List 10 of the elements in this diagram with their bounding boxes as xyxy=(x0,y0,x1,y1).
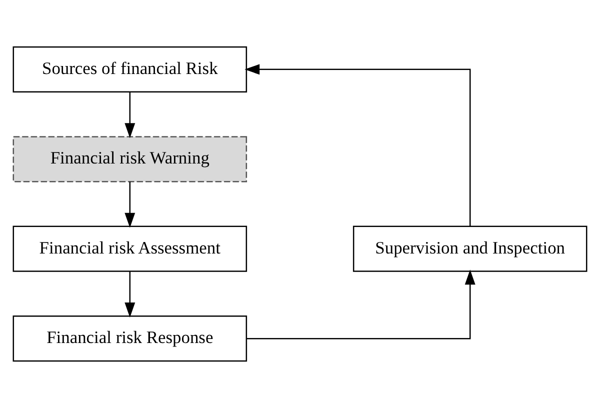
node-box: Financial risk Warning xyxy=(12,136,248,182)
node-box: Financial risk Response xyxy=(12,316,248,362)
arrow xyxy=(244,64,471,226)
arrow xyxy=(246,270,476,340)
node-box: Supervision and Inspection xyxy=(352,226,588,272)
node-box: Financial risk Assessment xyxy=(12,226,248,272)
arrow xyxy=(124,272,136,318)
arrow xyxy=(124,92,136,138)
node-box: Sources of financial Risk xyxy=(12,46,248,92)
arrow xyxy=(124,182,136,228)
